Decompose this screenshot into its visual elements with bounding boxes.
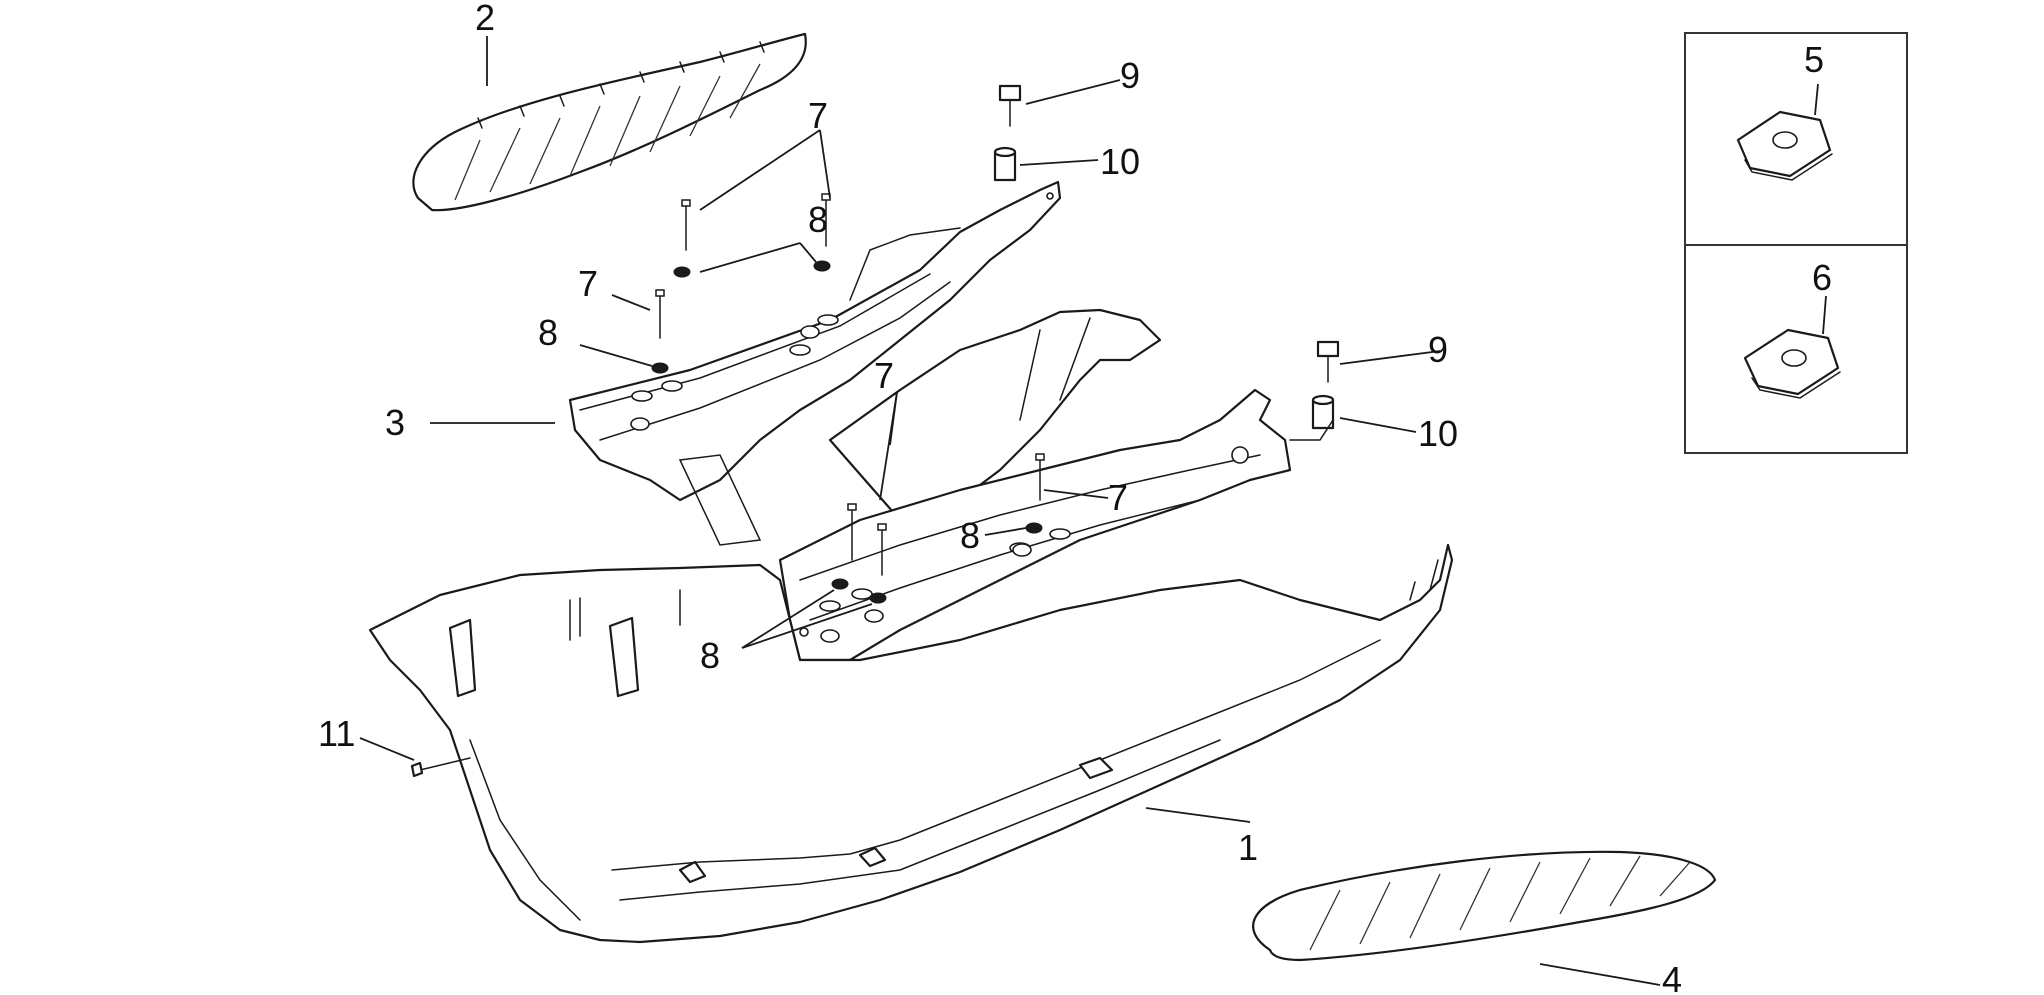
callout-1: 1: [1238, 827, 1258, 868]
spacer-10-group: [993, 146, 1335, 441]
callout-7-middle: 7: [874, 355, 894, 396]
callout-7-right: 7: [1108, 477, 1128, 518]
screw-7-group: [655, 193, 1045, 576]
callout-2: 2: [475, 0, 495, 38]
part-3-frame-bracket: [568, 180, 1062, 546]
callout-labels: 2 3 1 4 5 6 7 7 7 7 8 8 8 8 9 9 10 10 11: [318, 0, 1832, 995]
callout-3: 3: [385, 402, 405, 443]
callout-7-top: 7: [808, 95, 828, 136]
part-1-lower-fairing: [368, 543, 1454, 944]
callout-8-bottom: 8: [700, 635, 720, 676]
leader-lines: [359, 36, 1827, 986]
callout-4: 4: [1662, 959, 1682, 995]
callout-8-right: 8: [960, 515, 980, 556]
part-2-upper-mat: [412, 32, 807, 212]
callout-10-right: 10: [1418, 413, 1458, 454]
part-4-lower-mat: [1252, 850, 1717, 962]
callout-11: 11: [318, 713, 355, 754]
screw-11: [410, 757, 471, 778]
callout-8-left: 8: [538, 312, 558, 353]
callout-7-left: 7: [578, 263, 598, 304]
callout-8-top: 8: [808, 199, 828, 240]
callout-9-top: 9: [1120, 55, 1140, 96]
callout-5: 5: [1804, 39, 1824, 80]
detail-inset-5: [1684, 32, 1908, 246]
detail-inset-6: [1684, 244, 1908, 454]
bolt-9-group: [998, 84, 1340, 383]
callout-9-right: 9: [1428, 329, 1448, 370]
callout-6: 6: [1812, 257, 1832, 298]
washer-8-group: [651, 260, 1043, 604]
callout-10-top: 10: [1100, 141, 1140, 182]
